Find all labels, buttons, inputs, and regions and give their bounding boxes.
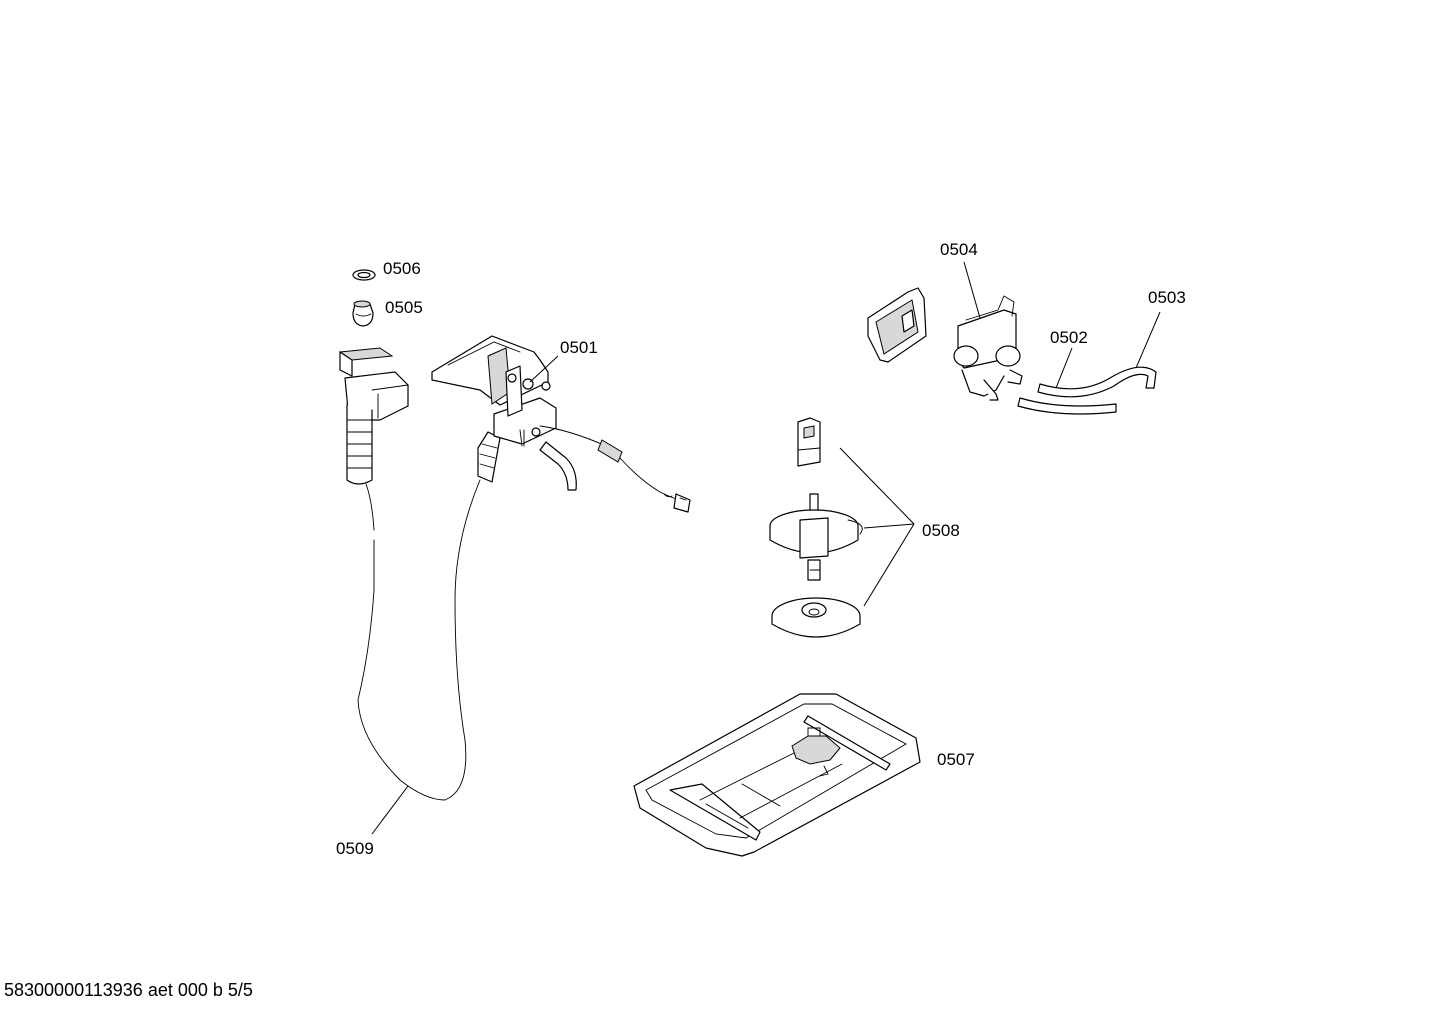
label-0508: 0508 [922,521,960,540]
part-0501-bracket-assembly [431,335,691,513]
leader-0503 [1135,311,1161,369]
leader-0508-b [863,523,915,529]
leader-0501 [529,355,559,383]
label-0504: 0504 [940,240,978,259]
leader-0508-a [839,447,915,525]
label-0503: 0503 [1148,288,1186,307]
part-0509-hose [338,347,501,801]
label-0509: 0509 [336,839,374,858]
label-0505: 0505 [385,298,423,317]
part-labels: 0506 0505 0501 0504 0503 0502 0508 0507 … [336,240,1186,858]
leader-lines [371,261,1161,835]
part-0505-cap [352,300,374,327]
part-0502-hose [1017,397,1117,415]
label-0507: 0507 [937,750,975,769]
leader-0504 [963,261,981,319]
drawing-reference-code: 58300000113936 aet 000 b 5/5 [4,980,253,1000]
label-0501: 0501 [560,338,598,357]
part-0508-float-assembly [769,417,863,638]
leader-0509 [371,785,409,835]
part-0504-valve-assembly [867,287,1023,401]
leader-0508-c [863,523,915,607]
leader-0502 [1055,347,1073,389]
label-0502: 0502 [1050,328,1088,347]
part-0507-base-tray [633,693,921,857]
part-0506-seal-ring [352,269,376,281]
part-0503-hose [1037,366,1157,398]
label-0506: 0506 [383,259,421,278]
